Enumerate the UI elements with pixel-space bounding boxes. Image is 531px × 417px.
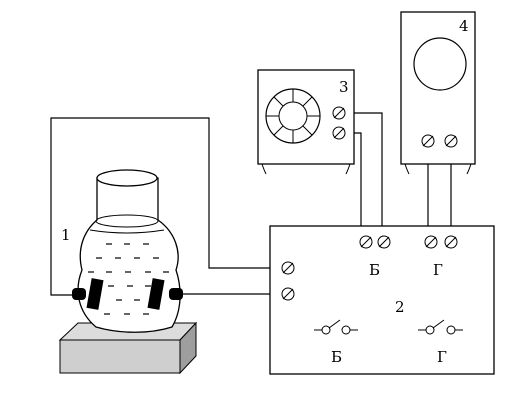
terminals-g[interactable] [424,235,458,249]
control-unit [269,225,495,375]
switch-b-label: Б [331,348,342,366]
oscilloscope-device [400,11,476,175]
oscilloscope-terminals[interactable] [421,134,458,148]
switch-g-label: Г [437,348,447,366]
control-unit-label: 2 [395,298,405,316]
generator-device [257,69,355,175]
generator-label: 3 [339,78,349,96]
switch-b[interactable] [314,319,358,335]
terminals-g-label: Г [433,261,443,279]
terminals-b-label: Б [369,261,380,279]
right-electrode [147,278,165,310]
vessel-flask [72,169,183,333]
vessel-input-terminals[interactable] [281,261,295,301]
switch-g[interactable] [418,319,463,335]
left-electrode [86,278,104,310]
terminals-b[interactable] [359,235,391,249]
vessel-label: 1 [61,226,71,244]
oscilloscope-screen [413,37,467,91]
left-connector [72,288,86,300]
liquid-marks [88,243,169,315]
right-connector [169,288,183,300]
oscilloscope-label: 4 [459,17,469,35]
generator-terminals[interactable] [332,106,346,140]
